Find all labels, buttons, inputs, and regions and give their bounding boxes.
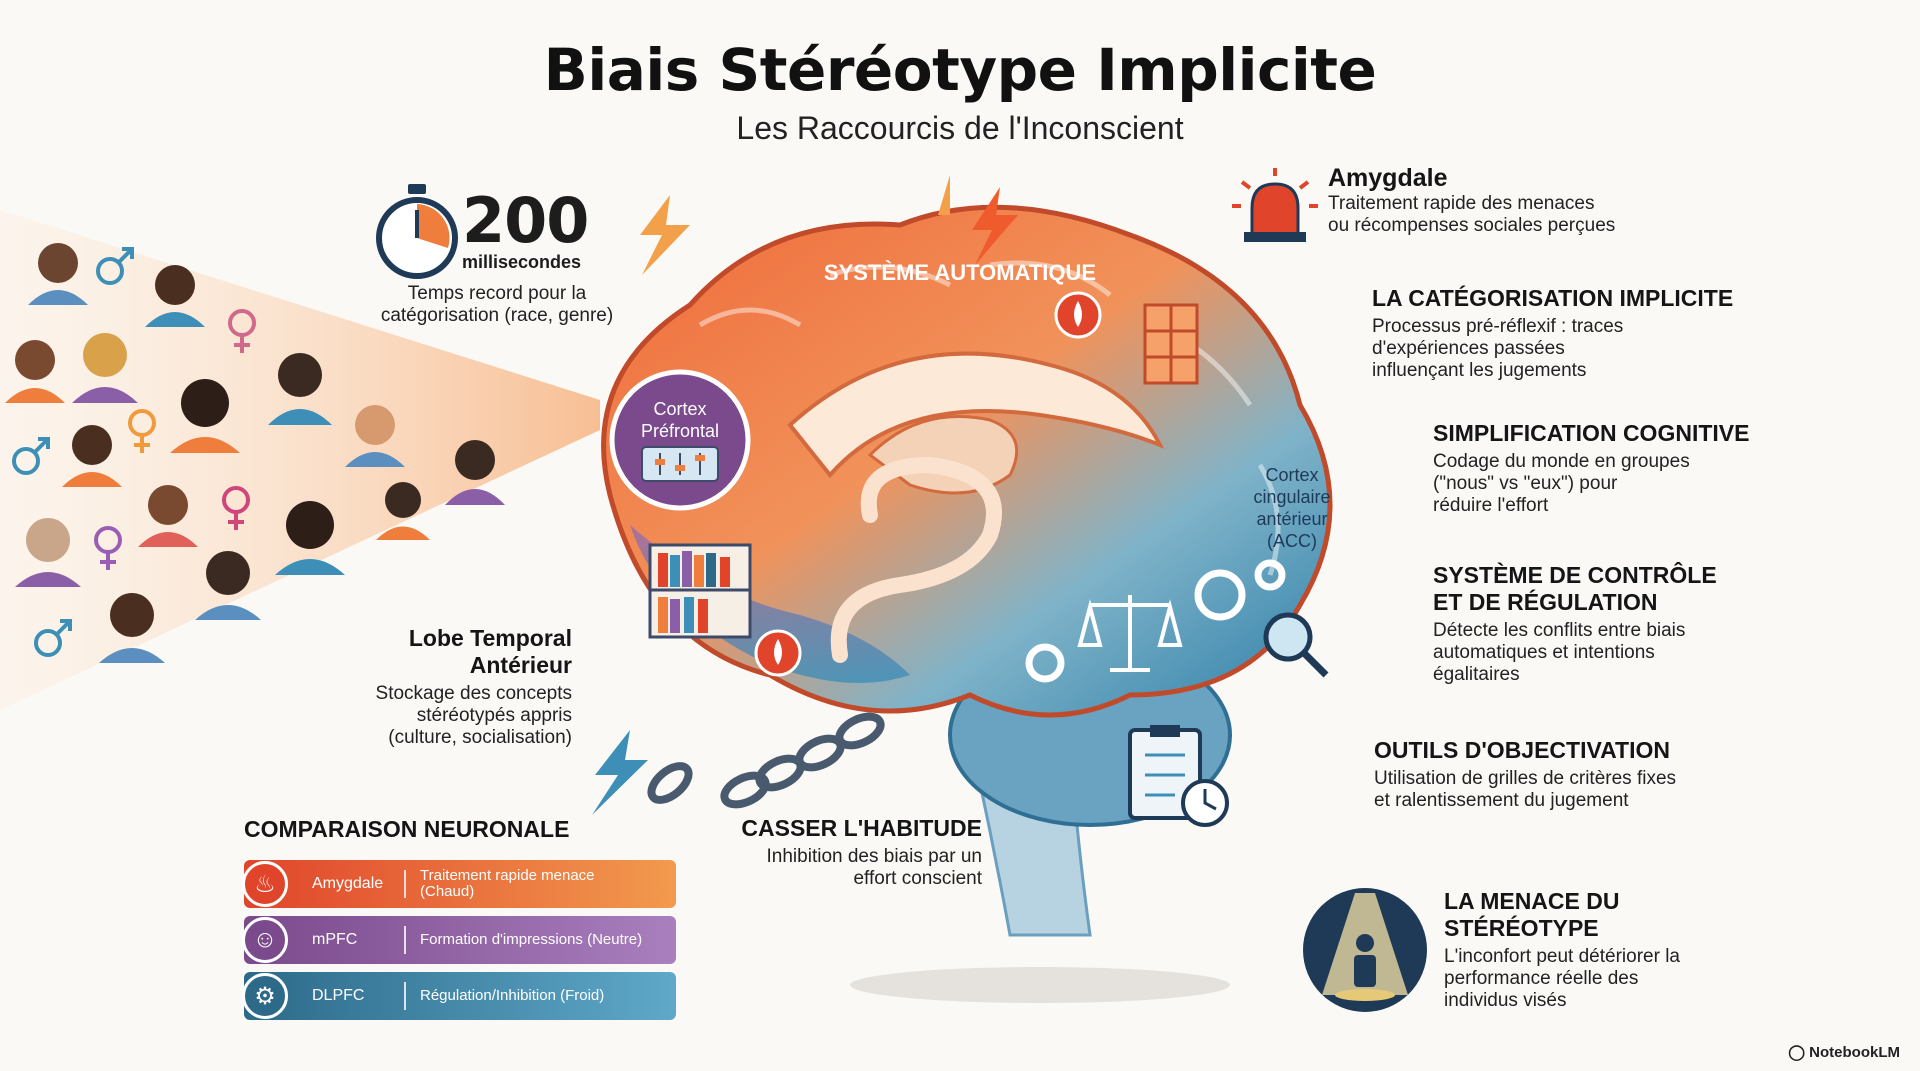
face-avatar (72, 333, 138, 403)
face-avatar (99, 593, 165, 663)
implicit-categorization-title: LA CATÉGORISATION IMPLICITE (1372, 285, 1734, 311)
male-symbol-icon (34, 619, 72, 657)
control-system-title-line2: ET DE RÉGULATION (1433, 589, 1658, 615)
face-avatar (268, 353, 332, 425)
face-avatar (445, 440, 505, 505)
comparison-desc: Traitement rapide menace (Chaud) (420, 867, 595, 900)
amygdala-title: Amygdale (1328, 164, 1448, 192)
stopwatch-icon (376, 184, 458, 279)
stereotype-threat-title-line1: LA MENACE DU (1444, 888, 1620, 914)
comparison-row-mpfc: ☺ mPFC Formation d'impressions (Neutre) (242, 916, 676, 964)
comparison-row-amygdala: ♨ Amygdale Traitement rapide menace (Cha… (242, 860, 676, 908)
acc-label-line1: Cortex (1265, 465, 1318, 485)
control-system-block: SYSTÈME DE CONTRÔLE ET DE RÉGULATION Dét… (1433, 562, 1717, 685)
magnifier-icon (1263, 612, 1329, 678)
face-avatar (345, 405, 405, 467)
cognitive-simplification-block: SIMPLIFICATION COGNITIVE Codage du monde… (1433, 420, 1750, 516)
scales-icon (1077, 595, 1183, 672)
face-avatar (275, 501, 345, 575)
books-icon (648, 543, 752, 639)
acc-label-line2: cingulaire (1253, 487, 1330, 507)
broken-chain-icon (647, 712, 885, 809)
implicit-categorization-block: LA CATÉGORISATION IMPLICITE Processus pr… (1372, 285, 1734, 381)
female-symbol-icon (228, 309, 256, 353)
pfc-label-line2: Préfrontal (641, 421, 719, 441)
pfc-label-line1: Cortex (653, 399, 706, 419)
cognitive-simplification-title: SIMPLIFICATION COGNITIVE (1433, 420, 1750, 446)
face-avatar (145, 265, 205, 327)
flame-icon: ♨ (242, 861, 288, 907)
objectivation-tools-title: OUTILS D'OBJECTIVATION (1374, 737, 1670, 763)
corpus-callosum (787, 351, 1165, 479)
perception-beam (0, 210, 600, 710)
temporal-lobe-block: Lobe Temporal Antérieur Stockage des con… (300, 625, 572, 749)
smiley-icon: ☺ (242, 917, 288, 963)
acc-label-line4: (ACC) (1267, 531, 1317, 551)
amygdala-block: Amygdale Traitement rapide des menaces o… (1328, 164, 1616, 236)
face-avatar (170, 379, 240, 453)
lightning-icon (592, 175, 1018, 815)
page-title: Biais Stéréotype Implicite (543, 36, 1377, 104)
break-habit-block: CASSER L'HABITUDE Inhibition des biais p… (700, 815, 982, 890)
automatic-system-label: SYSTÈME AUTOMATIQUE (824, 260, 1096, 285)
comparison-row-dlpfc: ⚙ DLPFC Régulation/Inhibition (Froid) (242, 972, 676, 1020)
separator (404, 982, 406, 1010)
female-symbol-icon (128, 409, 156, 453)
female-symbol-icon (94, 526, 122, 570)
shadow (850, 967, 1230, 1003)
comparison-desc: Régulation/Inhibition (Froid) (420, 987, 605, 1004)
break-habit-title: CASSER L'HABITUDE (741, 815, 982, 841)
male-symbol-icon (12, 437, 50, 475)
face-avatar (195, 551, 261, 620)
comparison-title: COMPARAISON NEURONALE (244, 816, 570, 842)
male-symbol-icon (96, 247, 134, 285)
objectivation-tools-block: OUTILS D'OBJECTIVATION Utilisation de gr… (1374, 737, 1677, 811)
sliders-icon (641, 446, 719, 482)
spotlight-person-icon (1303, 888, 1427, 1012)
notebooklm-icon: ◯ (1788, 1044, 1810, 1061)
stereotype-threat-title-line2: STÉRÉOTYPE (1444, 915, 1599, 941)
page-subtitle: Les Raccourcis de l'Inconscient (736, 110, 1184, 146)
face-avatar (5, 340, 65, 403)
timing-description: Temps record pour la catégorisation (rac… (380, 283, 614, 326)
face-avatar (62, 425, 122, 487)
face-avatar (15, 518, 81, 587)
temporal-lobe-title-line1: Lobe Temporal (408, 625, 572, 651)
gears-icon: ⚙ (242, 973, 288, 1019)
brand-logo: ◯ NotebookLM (1788, 1044, 1900, 1061)
control-system-title-line1: SYSTÈME DE CONTRÔLE (1433, 562, 1717, 588)
temporal-lobe-title-line2: Antérieur (469, 652, 572, 678)
separator (404, 870, 406, 898)
face-avatar (138, 485, 198, 547)
face-avatar (376, 482, 430, 540)
blocks-icon (1143, 303, 1199, 385)
clipboard-icon (1128, 725, 1229, 827)
gears-icon (1025, 559, 1286, 683)
face-avatar (28, 243, 88, 305)
timing-value: 200 (462, 184, 589, 257)
female-symbol-icon (222, 486, 250, 530)
alarm-icon (1232, 168, 1318, 242)
brain-illustration: SYSTÈME AUTOMATIQUE Cortex Préfrontal Co… (592, 175, 1333, 1003)
question-mark (830, 456, 1002, 663)
faces-cluster (5, 243, 505, 663)
separator (404, 926, 406, 954)
stereotype-threat-block: LA MENACE DU STÉRÉOTYPE L'inconfort peut… (1444, 888, 1680, 1011)
comparison-desc: Formation d'impressions (Neutre) (420, 931, 643, 948)
acc-label-line3: antérieur (1256, 509, 1327, 529)
timing-unit: millisecondes (462, 252, 582, 272)
